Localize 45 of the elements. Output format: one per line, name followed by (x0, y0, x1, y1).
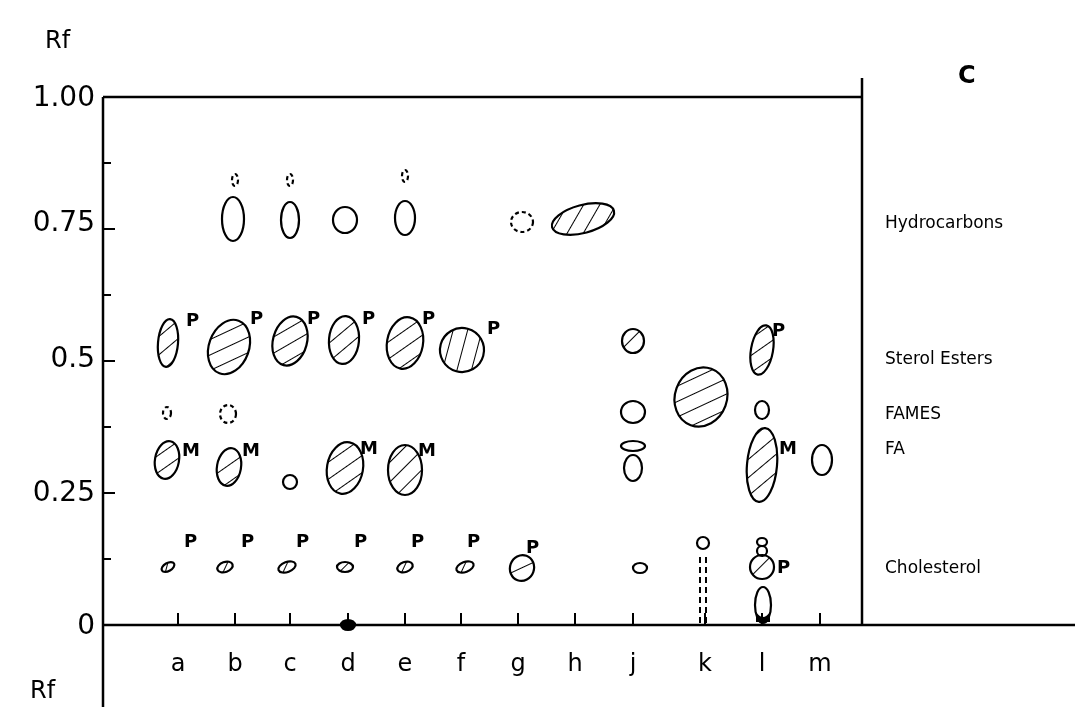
panel-letter: C (958, 63, 976, 87)
spot-marker: P (467, 532, 481, 550)
axis-tick-label: 0.5 (50, 344, 95, 372)
lane-letter: j (629, 651, 637, 675)
spot-marker: P (362, 309, 376, 327)
axis-title: Rf (45, 28, 71, 52)
spot-marker: P (526, 538, 540, 556)
lane-letter: a (170, 651, 186, 675)
axis-tick-label: 0.25 (32, 478, 95, 506)
lane-letter: d (340, 651, 356, 675)
lane-letter: h (567, 651, 583, 675)
spot-marker: P (184, 532, 198, 550)
axis-tick-label: 0.75 (32, 208, 95, 236)
spot-marker: P (422, 309, 436, 327)
lane-letter: e (397, 651, 413, 675)
spot-marker: P (307, 309, 321, 327)
band-label: Sterol Esters (885, 349, 993, 367)
spot-marker: P (186, 311, 200, 329)
spot-marker: M (779, 439, 797, 457)
spot-marker: P (772, 321, 786, 339)
lane-letter: g (510, 651, 526, 675)
spot-marker: P (250, 309, 264, 327)
spot-marker: M (182, 441, 200, 459)
spot-marker: P (777, 558, 791, 576)
spot-marker: P (354, 532, 368, 550)
spot-marker: M (360, 439, 378, 457)
lane-letter: f (456, 651, 466, 675)
spot-marker: P (296, 532, 310, 550)
lane-letter: c (283, 651, 297, 675)
lane-letter: l (758, 651, 766, 675)
band-label: FA (885, 439, 905, 457)
spot-marker: P (487, 319, 501, 337)
spot-marker: P (241, 532, 255, 550)
spot-marker: P (411, 532, 425, 550)
axis-tick-label: 1.00 (32, 83, 95, 111)
axis-title: Rf (30, 678, 56, 702)
lane-letter: k (698, 651, 712, 675)
spot-marker: M (242, 441, 260, 459)
band-label: Hydrocarbons (885, 213, 1004, 231)
axis-tick-label: 0 (77, 611, 95, 639)
band-label: FAMES (885, 404, 942, 422)
band-label: Cholesterol (885, 558, 981, 576)
lane-letter: b (227, 651, 243, 675)
spot-marker: M (418, 441, 436, 459)
lane-letter: m (808, 651, 832, 675)
